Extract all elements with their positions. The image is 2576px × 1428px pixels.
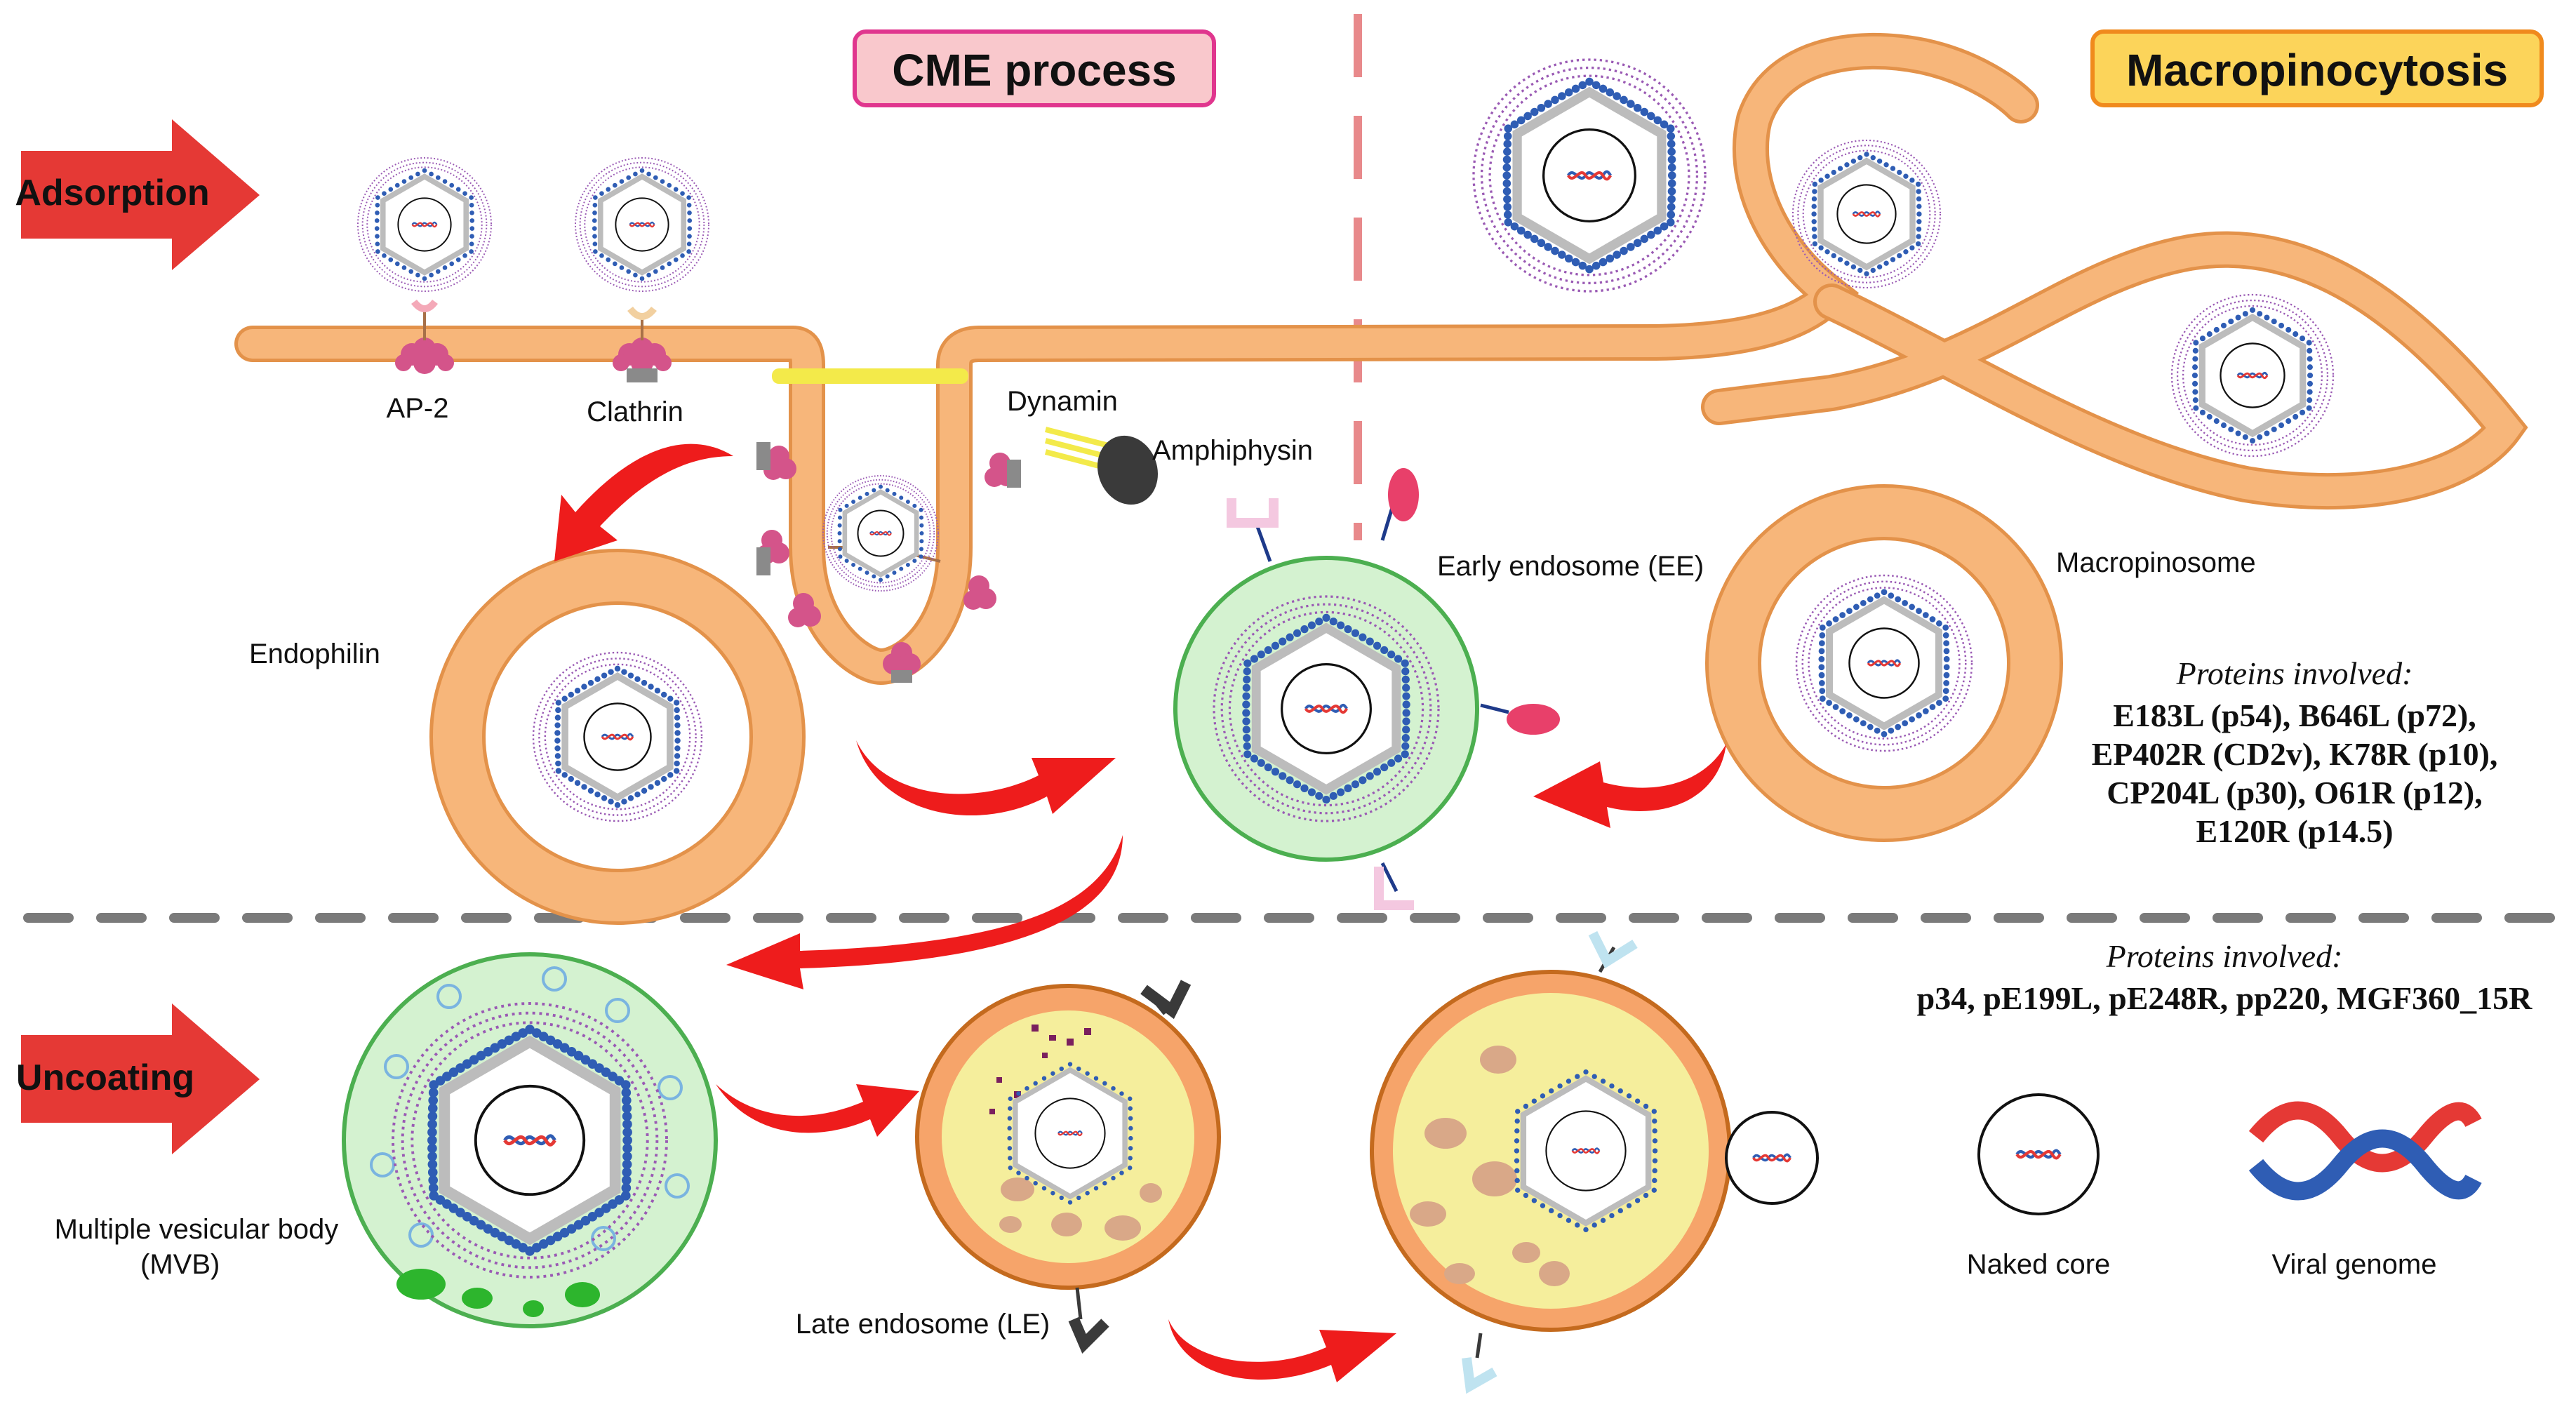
amphiphysin-icon: [1097, 435, 1159, 505]
proteins-top-line-3: CP204L (p30), O61R (p12),: [2107, 775, 2482, 810]
macro-title-box: Macropinocytosis: [2090, 29, 2544, 107]
asfv-particle: [1795, 574, 1973, 752]
arrow-to-late-endosome: [716, 1084, 919, 1137]
proteins-top-line-2: EP402R (CD2v), K78R (p10),: [2092, 736, 2498, 772]
asfv-particle: [1791, 139, 1942, 289]
arrow-to-endolysosome: [1168, 1319, 1396, 1382]
naked-core-label: Naked core: [1967, 1249, 2111, 1280]
viral-genome-label: Viral genome: [2272, 1249, 2437, 1280]
arrow-to-early-endosome: [856, 740, 1116, 816]
flow-arrows: [554, 443, 1726, 1382]
endophilin-vesicle: [429, 549, 806, 925]
asfv-particle: [392, 1002, 668, 1279]
macro-title: Macropinocytosis: [2126, 45, 2508, 95]
late-endosome-label: Late endosome (LE): [796, 1309, 1050, 1340]
uncoating-label: Uncoating: [16, 1057, 194, 1098]
asfv-particle: [1213, 595, 1440, 822]
proteins-bottom-line: p34, pE199L, pE248R, pp220, MGF360_15R: [1917, 980, 2532, 1016]
clathrin-coated-pit: [772, 368, 973, 686]
cme-title: CME process: [892, 45, 1176, 95]
adsorption-stage-arrow: Adsorption: [15, 119, 260, 270]
arrow-to-endophilin: [554, 443, 733, 561]
endophilin-label: Endophilin: [249, 639, 380, 669]
arrow-from-macropinosome: [1533, 744, 1726, 828]
dynamin-icon: [1044, 427, 1109, 469]
macropinosome-label: Macropinosome: [2056, 547, 2256, 578]
naked-core-icon: [1725, 1111, 1819, 1205]
receptor-ligand-2: [627, 306, 657, 320]
adsorption-label: Adsorption: [15, 173, 209, 213]
uncoating-stage-arrow: Uncoating: [16, 1003, 260, 1154]
arrow-to-mvb: [726, 835, 1123, 989]
amphiphysin-label: Amphiphysin: [1152, 435, 1313, 466]
clathrin-clusters: [395, 338, 1017, 674]
dynamin-collar: [772, 368, 968, 384]
naked-core-legend-icon: [1977, 1093, 2100, 1215]
ap2-label: AP-2: [387, 393, 449, 424]
proteins-top-heading: Proteins involved:: [2176, 655, 2413, 691]
proteins-bottom-heading: Proteins involved:: [2106, 938, 2343, 974]
asfv-particle: [2170, 293, 2335, 458]
asfv-particle: [357, 157, 492, 292]
dynamin-label: Dynamin: [1007, 386, 1118, 417]
proteins-top-line-1: E183L (p54), B646L (p72),: [2113, 698, 2476, 733]
proteins-top-block: Proteins involved: E183L (p54), B646L (p…: [2092, 655, 2498, 849]
receptor-ligand: [411, 299, 438, 312]
early-endosome-label: Early endosome (EE): [1437, 551, 1704, 582]
proteins-top-line-4: E120R (p14.5): [2196, 813, 2393, 849]
plasma-membrane: [234, 32, 2528, 510]
mvb-label-line2: (MVB): [140, 1249, 220, 1280]
asfv-particle: [532, 651, 703, 822]
mvb-label-line1: Multiple vesicular body: [55, 1214, 339, 1245]
virus-particles: [357, 58, 2335, 1279]
macropinosome-ring: [1705, 484, 2063, 842]
proteins-bottom-block: Proteins involved: p34, pE199L, pE248R, …: [1917, 938, 2532, 1016]
asfv-particle: [1472, 58, 1707, 293]
asfv-particle: [1514, 1069, 1658, 1233]
viral-genome-icon: [2248, 1101, 2482, 1201]
asfv-particle: [822, 475, 939, 592]
adaptor-brackets: [627, 368, 1021, 683]
cme-title-box: CME process: [853, 29, 1216, 107]
clathrin-label: Clathrin: [587, 396, 683, 427]
asfv-particle: [1007, 1062, 1133, 1205]
asfv-particle: [575, 157, 709, 292]
